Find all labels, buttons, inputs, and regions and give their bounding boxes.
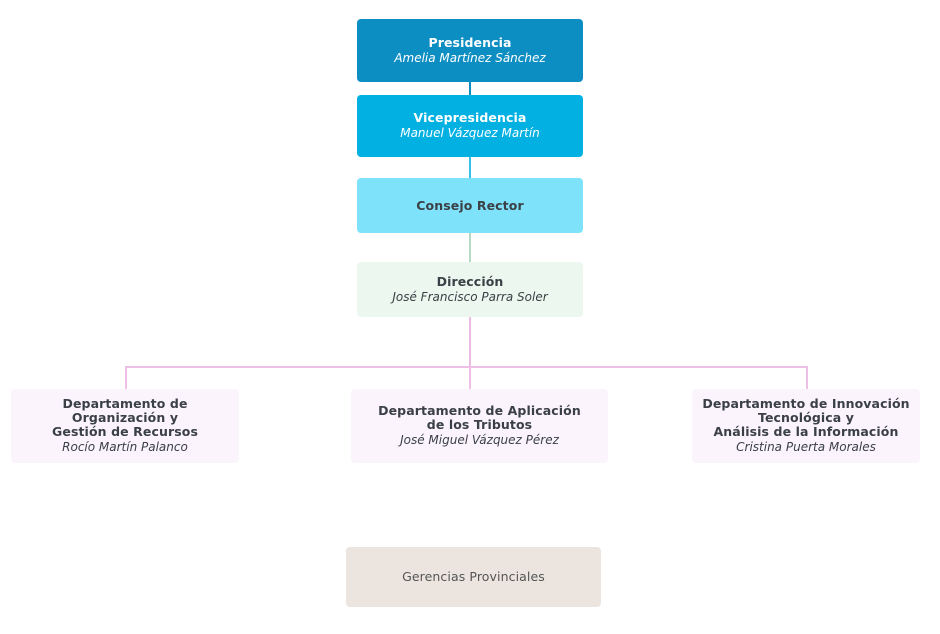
title-line: Análisis de la Información [713,424,899,439]
title-line: Departamento de Organización y [62,396,188,425]
node-presidencia-person: Amelia Martínez Sánchez [394,50,546,65]
node-departamento-tributos-person: José Miguel Vázquez Pérez [400,433,559,447]
node-direccion-title: Dirección [436,273,504,289]
connector-bus-departamento-1 [469,366,471,389]
connector-bus-departamento-0 [125,366,127,389]
title-line: Gestión de Recursos [52,424,198,439]
node-direccion-person: José Francisco Parra Soler [392,289,548,304]
connector-presidencia-vicepresidencia [469,82,471,95]
node-departamento-organizacion[interactable]: Departamento de Organización y Gestión d… [11,389,239,463]
title-line: Departamento de Aplicación [378,403,581,418]
node-departamento-innovacion[interactable]: Departamento de Innovación Tecnológica y… [692,389,920,463]
node-departamento-organizacion-person: Rocío Martín Palanco [62,440,188,454]
node-vicepresidencia[interactable]: Vicepresidencia Manuel Vázquez Martín [357,95,583,157]
title-line: Tecnológica y [758,410,854,425]
node-gerencias-provinciales[interactable]: Gerencias Provinciales [346,547,601,607]
title-line: de los Tributos [426,417,533,432]
node-departamento-tributos[interactable]: Departamento de Aplicación de los Tribut… [351,389,608,463]
connector-vicepresidencia-consejo [469,157,471,178]
node-presidencia[interactable]: Presidencia Amelia Martínez Sánchez [357,19,583,82]
node-vicepresidencia-person: Manuel Vázquez Martín [400,126,540,140]
node-vicepresidencia-title: Vicepresidencia [413,110,527,125]
node-presidencia-title: Presidencia [428,34,512,50]
node-consejo-rector-title: Consejo Rector [416,197,524,213]
node-departamento-organizacion-title: Departamento de Organización y Gestión d… [19,397,231,439]
node-consejo-rector[interactable]: Consejo Rector [357,178,583,233]
node-departamento-innovacion-person: Cristina Puerta Morales [736,440,876,454]
node-departamento-innovacion-title: Departamento de Innovación Tecnológica y… [702,397,909,439]
node-gerencias-provinciales-title: Gerencias Provinciales [402,569,545,584]
connector-consejo-direccion [469,233,471,262]
node-departamento-tributos-title: Departamento de Aplicación de los Tribut… [378,404,581,432]
node-direccion[interactable]: Dirección José Francisco Parra Soler [357,262,583,317]
title-line: Departamento de Innovación [702,396,910,411]
connector-bus-departamento-2 [806,366,808,389]
connector-departments-bus [125,366,808,368]
connector-direccion-bus [469,317,471,368]
